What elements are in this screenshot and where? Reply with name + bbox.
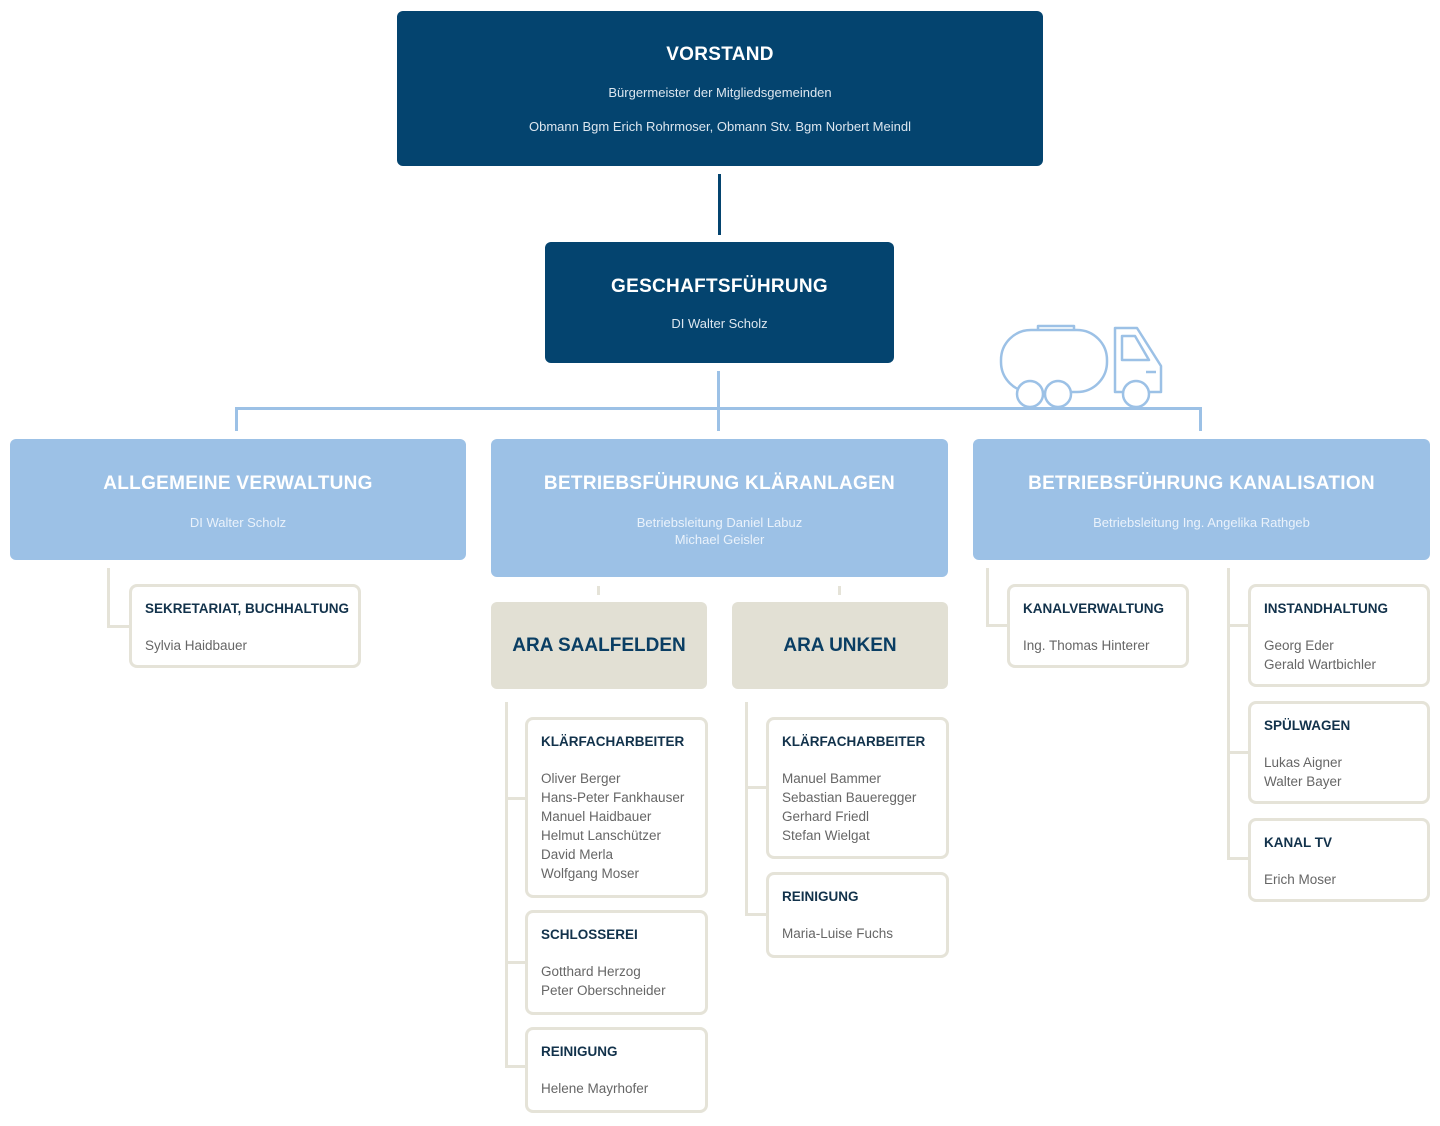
tree-line — [1227, 857, 1248, 860]
member-list: Helene Mayrhofer — [541, 1079, 648, 1098]
member-name: Hans-Peter Fankhauser — [541, 790, 685, 805]
tanker-truck-icon — [998, 316, 1166, 410]
plant-title: ARA SAALFELDEN — [512, 634, 686, 656]
team-title: INSTANDHALTUNG — [1264, 601, 1388, 616]
connector-line — [235, 407, 238, 431]
connector-line — [235, 407, 1202, 410]
plant-title: ARA UNKEN — [783, 634, 897, 656]
tree-line — [986, 624, 1007, 627]
team-title: KLÄRFACHARBEITER — [782, 734, 926, 749]
vorstand-line2: Obmann Bgm Erich Rohrmoser, Obmann Stv. … — [529, 119, 911, 134]
team-card-kanal-tv: KANAL TV Erich Moser — [1248, 818, 1430, 902]
member-name: Erich Moser — [1264, 872, 1337, 887]
tree-line — [505, 1065, 525, 1068]
member-name: Gerhard Friedl — [782, 809, 870, 824]
tree-line — [505, 702, 508, 1068]
team-title: KANAL TV — [1264, 835, 1333, 850]
connector-line — [717, 371, 720, 431]
tree-line — [505, 961, 525, 964]
member-list: Lukas Aigner Walter Bayer — [1264, 753, 1342, 791]
team-card-instandhaltung: INSTANDHALTUNG Georg Eder Gerald Wartbic… — [1248, 584, 1430, 687]
team-title: REINIGUNG — [782, 889, 859, 904]
team-card-saalfelden-klaerfacharbeiter: KLÄRFACHARBEITER Oliver Berger Hans-Pete… — [525, 717, 708, 898]
tree-line — [107, 568, 110, 628]
member-list: Oliver Berger Hans-Peter Fankhauser Manu… — [541, 769, 684, 883]
team-card-kanalverwaltung: KANALVERWALTUNG Ing. Thomas Hinterer — [1007, 584, 1189, 668]
member-name: Stefan Wielgat — [782, 828, 870, 843]
department-box-kanalisation: BETRIEBSFÜHRUNG KANALISATION Betriebslei… — [973, 439, 1430, 560]
member-list: Gotthard Herzog Peter Oberschneider — [541, 962, 666, 1000]
team-card-spuelwagen: SPÜLWAGEN Lukas Aigner Walter Bayer — [1248, 701, 1430, 804]
member-name: Manuel Haidbauer — [541, 809, 652, 824]
member-name: Maria-Luise Fuchs — [782, 926, 894, 941]
member-name: Lukas Aigner — [1264, 755, 1343, 770]
geschaeftsfuehrung-person: DI Walter Scholz — [671, 316, 768, 331]
tree-line — [1227, 624, 1248, 627]
department-line: Betriebsleitung Daniel Labuz — [636, 515, 803, 530]
plant-box-unken: ARA UNKEN — [732, 602, 948, 689]
member-name: Sylvia Haidbauer — [145, 638, 248, 653]
department-line: Betriebsleitung Ing. Angelika Rathgeb — [1093, 515, 1310, 530]
tree-line — [745, 786, 766, 789]
member-name: Helene Mayrhofer — [541, 1081, 649, 1096]
member-name: Gerald Wartbichler — [1264, 657, 1377, 672]
member-name: Gotthard Herzog — [541, 964, 641, 979]
member-name: Oliver Berger — [541, 771, 621, 786]
member-name: Helmut Lanschützer — [541, 828, 662, 843]
department-box-klaeranlagen: BETRIEBSFÜHRUNG KLÄRANLAGEN Betriebsleit… — [491, 439, 948, 577]
member-list: Manuel Bammer Sebastian Baueregger Gerha… — [782, 769, 916, 845]
department-title: BETRIEBSFÜHRUNG KANALISATION — [1028, 473, 1375, 494]
department-title: ALLGEMEINE VERWALTUNG — [103, 473, 373, 494]
team-card-sekretariat: SEKRETARIAT, BUCHHALTUNG Sylvia Haidbaue… — [129, 584, 361, 668]
vorstand-title: VORSTAND — [666, 44, 774, 65]
connector-line — [838, 586, 841, 595]
member-list: Georg Eder Gerald Wartbichler — [1264, 636, 1376, 674]
vorstand-line1: Bürgermeister der Mitgliedsgemeinden — [608, 85, 832, 100]
member-list: Erich Moser — [1264, 870, 1336, 889]
team-card-saalfelden-reinigung: REINIGUNG Helene Mayrhofer — [525, 1027, 708, 1113]
plant-box-saalfelden: ARA SAALFELDEN — [491, 602, 707, 689]
vorstand-box: VORSTAND Bürgermeister der Mitgliedsgeme… — [397, 11, 1043, 166]
tree-line — [505, 797, 525, 800]
member-name: Walter Bayer — [1264, 774, 1342, 789]
tree-line — [107, 625, 129, 628]
member-name: Wolfgang Moser — [541, 866, 640, 881]
connector-line — [597, 586, 600, 595]
geschaeftsfuehrung-title: GESCHAFTSFÜHRUNG — [611, 276, 828, 297]
department-line: DI Walter Scholz — [189, 515, 287, 530]
department-box-verwaltung: ALLGEMEINE VERWALTUNG DI Walter Scholz — [10, 439, 466, 560]
department-title: BETRIEBSFÜHRUNG KLÄRANLAGEN — [543, 473, 896, 494]
member-name: Ing. Thomas Hinterer — [1023, 638, 1150, 653]
geschaeftsfuehrung-box: GESCHAFTSFÜHRUNG DI Walter Scholz — [545, 242, 894, 363]
tree-line — [745, 702, 748, 916]
member-name: Peter Oberschneider — [541, 983, 666, 998]
tree-line — [1227, 568, 1230, 860]
connector-line — [1199, 407, 1202, 431]
member-list: Maria-Luise Fuchs — [782, 924, 893, 943]
team-title: KANALVERWALTUNG — [1023, 601, 1164, 616]
member-name: Sebastian Baueregger — [782, 790, 917, 805]
tree-line — [986, 568, 989, 627]
connector-line — [718, 174, 721, 235]
department-line: Michael Geisler — [674, 532, 765, 547]
team-title: KLÄRFACHARBEITER — [541, 734, 685, 749]
team-title: SPÜLWAGEN — [1264, 718, 1351, 733]
member-name: Manuel Bammer — [782, 771, 882, 786]
team-title: REINIGUNG — [541, 1044, 618, 1059]
team-title: SCHLOSSEREI — [541, 927, 638, 942]
team-card-unken-klaerfacharbeiter: KLÄRFACHARBEITER Manuel Bammer Sebastian… — [766, 717, 949, 859]
member-name: David Merla — [541, 847, 614, 862]
team-card-unken-reinigung: REINIGUNG Maria-Luise Fuchs — [766, 872, 949, 958]
member-list: Ing. Thomas Hinterer — [1023, 636, 1150, 655]
team-title: SEKRETARIAT, BUCHHALTUNG — [145, 601, 349, 616]
team-card-schlosserei: SCHLOSSEREI Gotthard Herzog Peter Obersc… — [525, 910, 708, 1015]
tree-line — [745, 913, 766, 916]
member-name: Georg Eder — [1264, 638, 1334, 653]
member-list: Sylvia Haidbauer — [145, 636, 247, 655]
tree-line — [1227, 751, 1248, 754]
